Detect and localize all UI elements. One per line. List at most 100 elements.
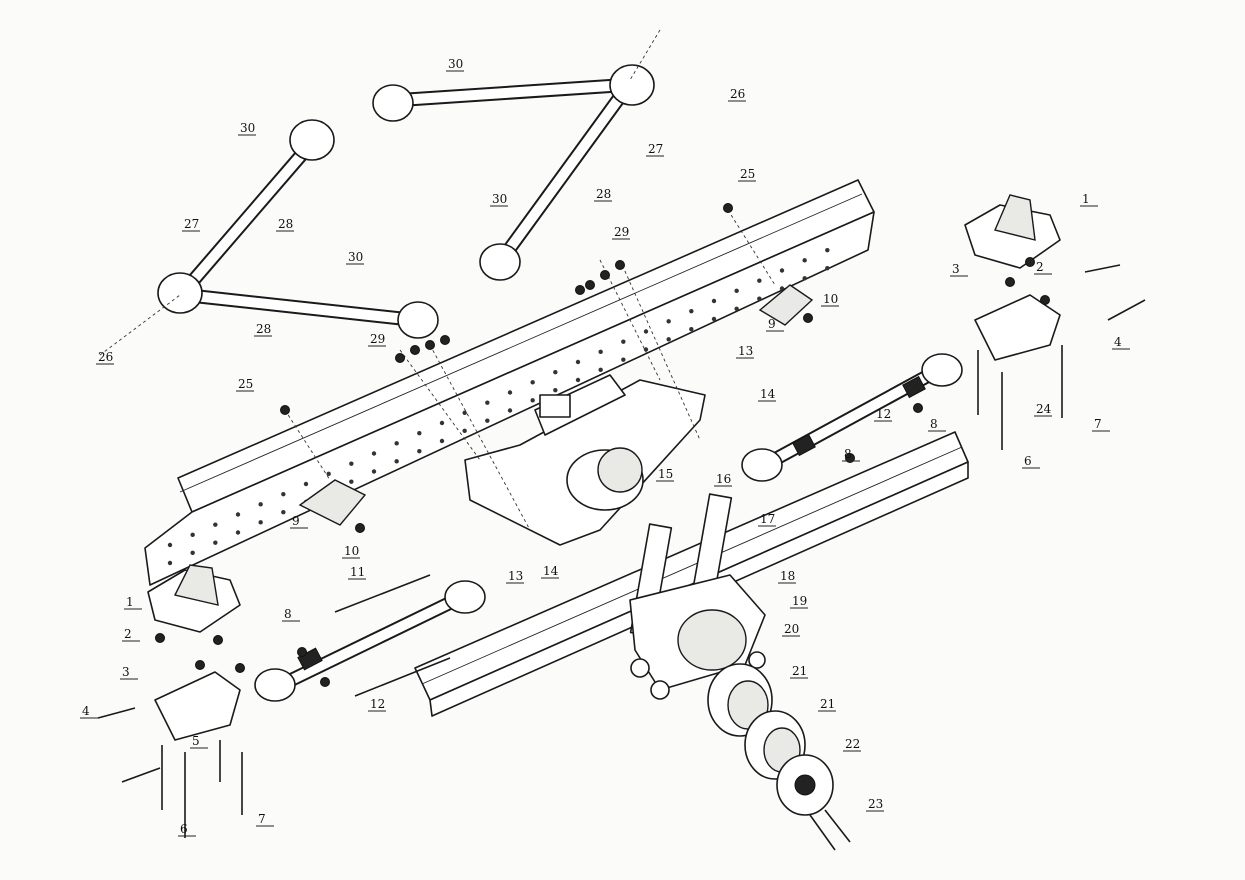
torque-rod-left	[254, 574, 486, 702]
rail-hole	[734, 306, 739, 312]
part-label: 30	[448, 57, 463, 71]
part-label: 8	[284, 607, 292, 621]
nut	[1005, 277, 1015, 287]
rail-hole	[507, 390, 513, 395]
part-label: 1	[1082, 192, 1090, 206]
rail-hole	[598, 367, 603, 373]
part-label: 15	[658, 467, 673, 481]
frame-rail-holes	[167, 247, 830, 566]
nut	[1040, 295, 1050, 305]
rail-hole	[417, 448, 422, 454]
rail-hole	[757, 296, 762, 301]
rail-hole	[326, 471, 331, 477]
rail-hole	[371, 451, 377, 456]
rail-hole	[235, 530, 241, 535]
part-label: 2	[1036, 260, 1044, 274]
part-label: 17	[760, 512, 775, 526]
rail-hole	[417, 430, 422, 436]
part-label: 28	[278, 217, 293, 231]
nut	[1025, 257, 1035, 267]
rail-hole	[643, 329, 649, 334]
nut	[320, 677, 330, 687]
rail-hole	[507, 408, 513, 413]
nut	[155, 633, 165, 643]
part-label: 19	[792, 594, 807, 608]
rail-hole	[281, 491, 286, 497]
torque-rod-right	[741, 353, 963, 482]
part-label: 22	[845, 737, 860, 751]
nut	[213, 635, 223, 645]
rail-hole	[666, 337, 671, 342]
rail-hole	[779, 268, 785, 273]
rail-hole	[439, 420, 445, 426]
part-label: 4	[82, 704, 90, 718]
assembly-lines	[99, 29, 776, 531]
rail-hole	[213, 522, 218, 527]
part-label: 13	[508, 569, 523, 583]
part-label: 23	[868, 797, 883, 811]
rail-hole	[235, 512, 241, 517]
rail-hole	[666, 319, 671, 324]
part-label: 20	[784, 622, 799, 636]
part-label: 11	[350, 565, 365, 579]
part-label: 7	[258, 812, 266, 826]
rail-hole	[439, 438, 445, 444]
nut	[440, 335, 450, 345]
part-label: 26	[730, 87, 745, 101]
part-label: 29	[614, 225, 629, 239]
part-label: 3	[122, 665, 130, 679]
rail-hole	[371, 469, 377, 474]
nuts	[155, 203, 1050, 687]
part-label: 9	[768, 317, 776, 331]
rail-hole	[711, 316, 717, 322]
rail-hole	[530, 398, 535, 403]
rail-hole	[349, 479, 354, 484]
part-label: 28	[256, 322, 271, 336]
rail-hole	[689, 326, 694, 332]
v-rod-left	[157, 119, 439, 339]
part-label: 12	[370, 697, 385, 711]
rail-hole	[621, 339, 626, 344]
part-label: 27	[648, 142, 663, 156]
part-label: 25	[238, 377, 253, 391]
part-label: 18	[780, 569, 795, 583]
part-label: 12	[876, 407, 891, 421]
nut	[845, 453, 855, 463]
part-label: 10	[823, 292, 838, 306]
rail-hole	[303, 481, 309, 487]
frame-bracket-left	[298, 479, 367, 526]
nut	[600, 270, 610, 280]
rail-hole	[462, 428, 467, 434]
nut	[410, 345, 420, 355]
rail-hole	[757, 278, 762, 283]
nut	[425, 340, 435, 350]
rail-hole	[598, 349, 603, 355]
part-label: 7	[1094, 417, 1102, 431]
nut	[803, 313, 813, 323]
nut	[723, 203, 733, 213]
part-label: 30	[348, 250, 363, 264]
frame-bracket-right	[758, 284, 814, 326]
rail-hole	[553, 369, 558, 375]
rail-hole	[190, 532, 195, 538]
rail-hole	[281, 509, 286, 515]
part-label: 5	[192, 734, 200, 748]
rail-hole	[213, 540, 218, 545]
part-label: 29	[370, 332, 385, 346]
part-label: 10	[344, 544, 359, 558]
rail-hole	[802, 258, 807, 263]
rail-hole	[349, 461, 354, 466]
part-label: 16	[716, 472, 731, 486]
rail-hole	[167, 560, 173, 566]
rail-hole	[530, 380, 535, 385]
rail-hole	[258, 502, 263, 507]
center-bracket	[464, 374, 706, 546]
part-label: 8	[930, 417, 938, 431]
rail-hole	[575, 377, 581, 383]
nut	[395, 353, 405, 363]
rail-hole	[779, 286, 785, 291]
rail-hole	[190, 550, 195, 556]
part-label: 2	[124, 627, 132, 641]
rail-hole	[485, 400, 490, 405]
